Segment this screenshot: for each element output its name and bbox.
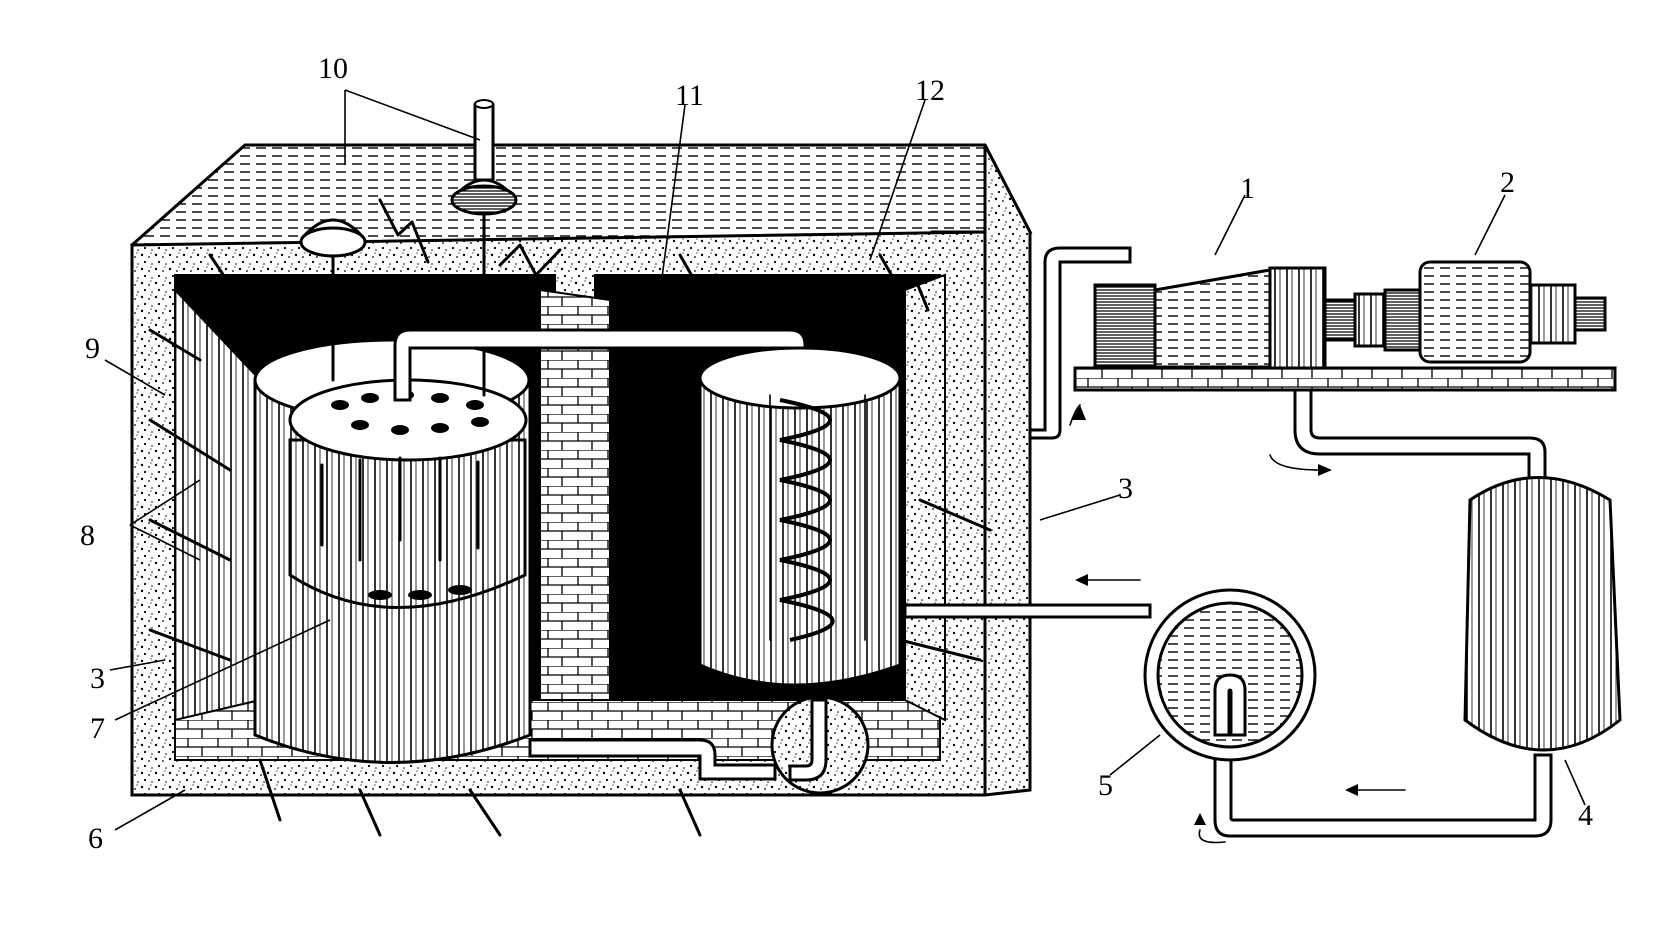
- feedwater-pipe: [903, 603, 1152, 619]
- steam-generator-top: [698, 346, 902, 410]
- label-11: 11: [675, 79, 704, 112]
- right-inner-wall: [904, 273, 946, 722]
- label-6: 6: [88, 822, 103, 855]
- label-9: 9: [85, 332, 100, 365]
- label-8: 8: [80, 519, 95, 552]
- label-5: 5: [1098, 769, 1113, 802]
- cold-leg-pipe: [528, 738, 777, 781]
- steam-generator: [528, 346, 902, 795]
- turbine-base-plate: [1073, 366, 1617, 392]
- label-3-left: 3: [90, 662, 105, 695]
- turbine: [1093, 266, 1387, 370]
- flow-arrows: [1069, 404, 1406, 844]
- exhaust-pipe: [1293, 388, 1547, 482]
- label-3-right: 3: [1118, 472, 1133, 505]
- external-loop: [903, 246, 1622, 844]
- condensate-line: [1213, 728, 1553, 838]
- label-2: 2: [1500, 166, 1515, 199]
- label-10: 10: [318, 52, 348, 85]
- partition-wall: [539, 288, 611, 701]
- fuel-rods: [320, 456, 480, 562]
- label-7: 7: [90, 712, 105, 745]
- steam-generator-vessel: [698, 378, 902, 687]
- radiation-marks: [148, 198, 992, 837]
- feed-pump: [1143, 588, 1317, 762]
- label-1: 1: [1240, 172, 1255, 205]
- leader-lines: [104, 89, 1586, 831]
- label-4: 4: [1578, 799, 1593, 832]
- reactor: [253, 99, 807, 764]
- steam-generator-coil: [779, 398, 835, 642]
- reactor-core-vessel: [288, 438, 527, 609]
- steam-line: [1028, 246, 1132, 440]
- block-right-face: [983, 144, 1032, 797]
- control-rod-drives: [299, 99, 518, 397]
- generator: [1383, 260, 1607, 364]
- condenser: [1463, 476, 1622, 752]
- label-12: 12: [915, 74, 945, 107]
- callout-labels: 10 11 12 1 2 9 3 8 3 7 6 5 4: [80, 52, 1593, 855]
